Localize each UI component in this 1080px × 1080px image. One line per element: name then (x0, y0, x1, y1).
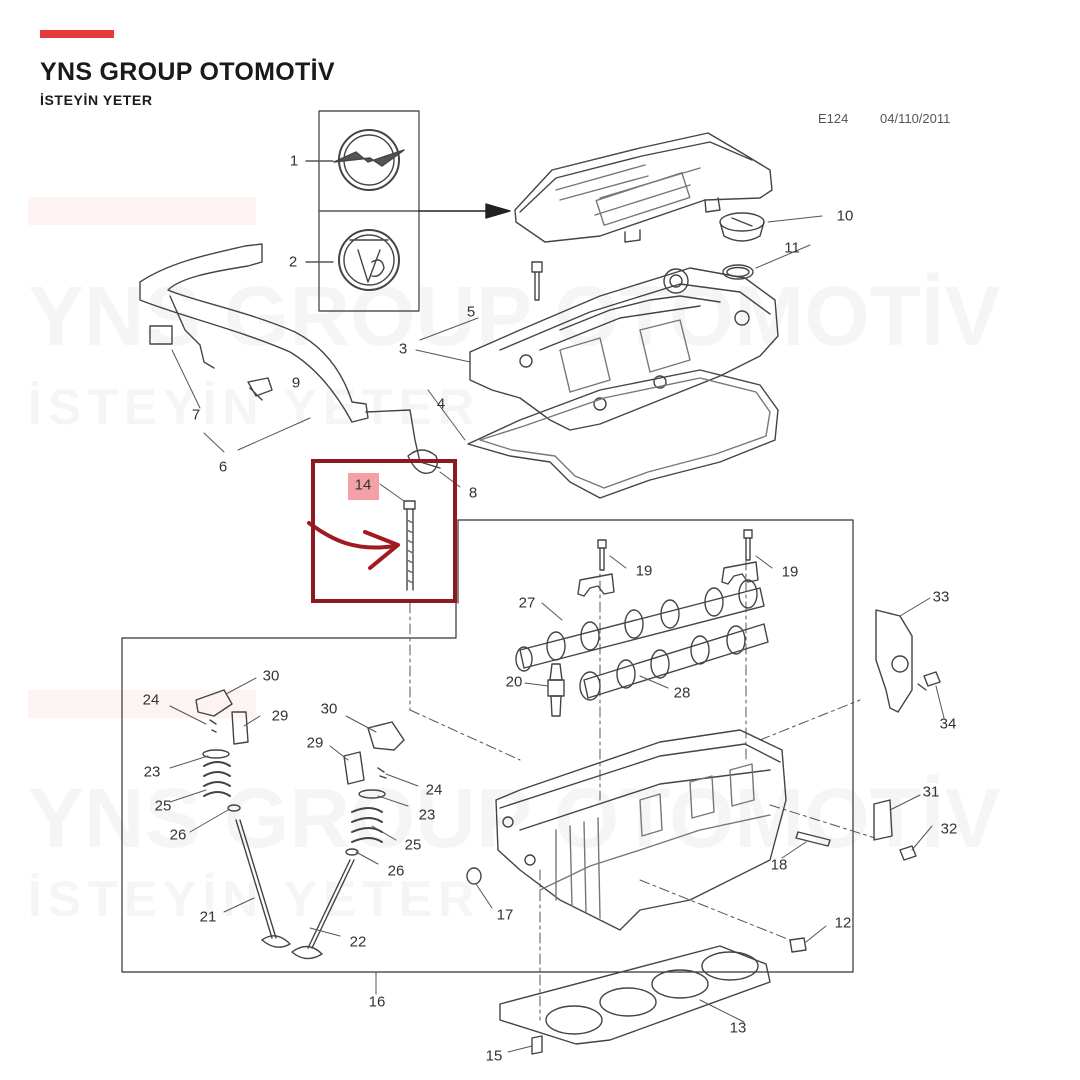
part-label-34: 34 (939, 715, 957, 733)
spark-plug (547, 663, 565, 717)
part-label-16: 16 (368, 993, 386, 1011)
camshaft-bearing-cap-left (577, 539, 615, 597)
part-label-27: 27 (518, 594, 536, 612)
part-label-18: 18 (770, 856, 788, 874)
part-label-4: 4 (436, 395, 446, 413)
leader-lines (169, 215, 945, 1053)
part-label-3: 3 (398, 340, 408, 358)
part-label-23-left: 23 (143, 763, 161, 781)
camshaft-intake (515, 579, 765, 672)
part-label-10: 10 (836, 207, 854, 225)
part-label-32: 32 (940, 820, 958, 838)
part-label-15: 15 (485, 1047, 503, 1065)
part-label-19-left: 19 (635, 562, 653, 580)
valve-cover-gasket (467, 369, 779, 499)
outlet-bolt (899, 845, 917, 861)
valve-spring-right (345, 789, 386, 856)
engine-cover (514, 132, 773, 243)
valve-keeper-left (209, 719, 217, 733)
brand-title: YNS GROUP OTOMOTİV (40, 58, 335, 86)
coolant-outlet (873, 799, 893, 841)
part-label-25-left: 25 (154, 797, 172, 815)
lash-adjuster-left (231, 711, 249, 745)
part-label-33: 33 (932, 588, 950, 606)
cam-sensor-bracket (875, 609, 913, 713)
part-label-13: 13 (729, 1019, 747, 1037)
camshaft-bearing-cap-right (721, 529, 759, 585)
emblem-panel (305, 110, 420, 312)
alignment-lines (409, 559, 876, 1021)
emblem-opel-icon (333, 129, 405, 191)
hose-clip (247, 377, 273, 401)
part-label-2: 2 (288, 253, 298, 271)
part-label-28: 28 (673, 684, 691, 702)
dowel-pin (531, 1035, 543, 1055)
part-label-7: 7 (191, 406, 201, 424)
bracket-bolt (917, 671, 941, 691)
part-label-11: 11 (784, 239, 800, 257)
diagram-code: E124 (818, 111, 849, 126)
brand-accent-bar (40, 30, 114, 38)
valve-spring-left (202, 749, 241, 812)
part-label-29-left: 29 (271, 707, 289, 725)
part-label-29-right: 29 (306, 734, 324, 752)
rocker-arm-right (367, 721, 405, 751)
breather-hose (139, 243, 441, 474)
part-label-5: 5 (466, 303, 476, 321)
part-label-22: 22 (349, 933, 367, 951)
part-label-24-left: 24 (142, 691, 160, 709)
part-label-30-left: 30 (262, 667, 280, 685)
part-label-8: 8 (468, 484, 478, 502)
cover-pointer-arrow (418, 203, 511, 219)
emblem-vauxhall-icon (338, 229, 400, 291)
part-label-9: 9 (291, 374, 301, 392)
camshaft-exhaust (579, 623, 769, 701)
cover-bolt (531, 261, 543, 301)
highlight-arrow (307, 521, 400, 570)
exhaust-valve (291, 859, 355, 960)
watermark-band-1 (28, 197, 256, 225)
part-label-26-right: 26 (387, 862, 405, 880)
part-label-24-right: 24 (425, 781, 443, 799)
intake-valve (235, 819, 291, 948)
part-label-1: 1 (289, 152, 299, 170)
head-stud (795, 831, 831, 847)
part-label-19-right: 19 (781, 563, 799, 581)
part-label-20: 20 (505, 673, 523, 691)
highlight-tag (348, 473, 379, 500)
valve-keeper-right (377, 767, 387, 779)
assembly-frame (121, 519, 854, 973)
brand-subtitle: İSTEYİN YETER (40, 92, 153, 108)
part-label-14: 14 (354, 476, 372, 494)
plug-12 (789, 937, 807, 953)
part-label-12: 12 (834, 914, 852, 932)
highlight-frame (311, 459, 457, 603)
cylinder-head-gasket (499, 945, 771, 1045)
part-label-31: 31 (922, 783, 940, 801)
cylinder-head (495, 729, 787, 931)
part-label-6: 6 (218, 458, 228, 476)
part-label-25-right: 25 (404, 836, 422, 854)
valve-cover (469, 267, 779, 431)
rocker-arm-left (195, 689, 233, 717)
part-label-23-right: 23 (418, 806, 436, 824)
lash-adjuster-right (343, 751, 365, 785)
oil-filler-cap (719, 212, 765, 242)
plug-17 (466, 867, 482, 885)
diagram-date: 04/110/2011 (880, 111, 951, 126)
part-label-21: 21 (199, 908, 217, 926)
cylinder-head-bolt (403, 500, 416, 591)
part-label-30-right: 30 (320, 700, 338, 718)
part-label-17: 17 (496, 906, 514, 924)
part-label-26-left: 26 (169, 826, 187, 844)
